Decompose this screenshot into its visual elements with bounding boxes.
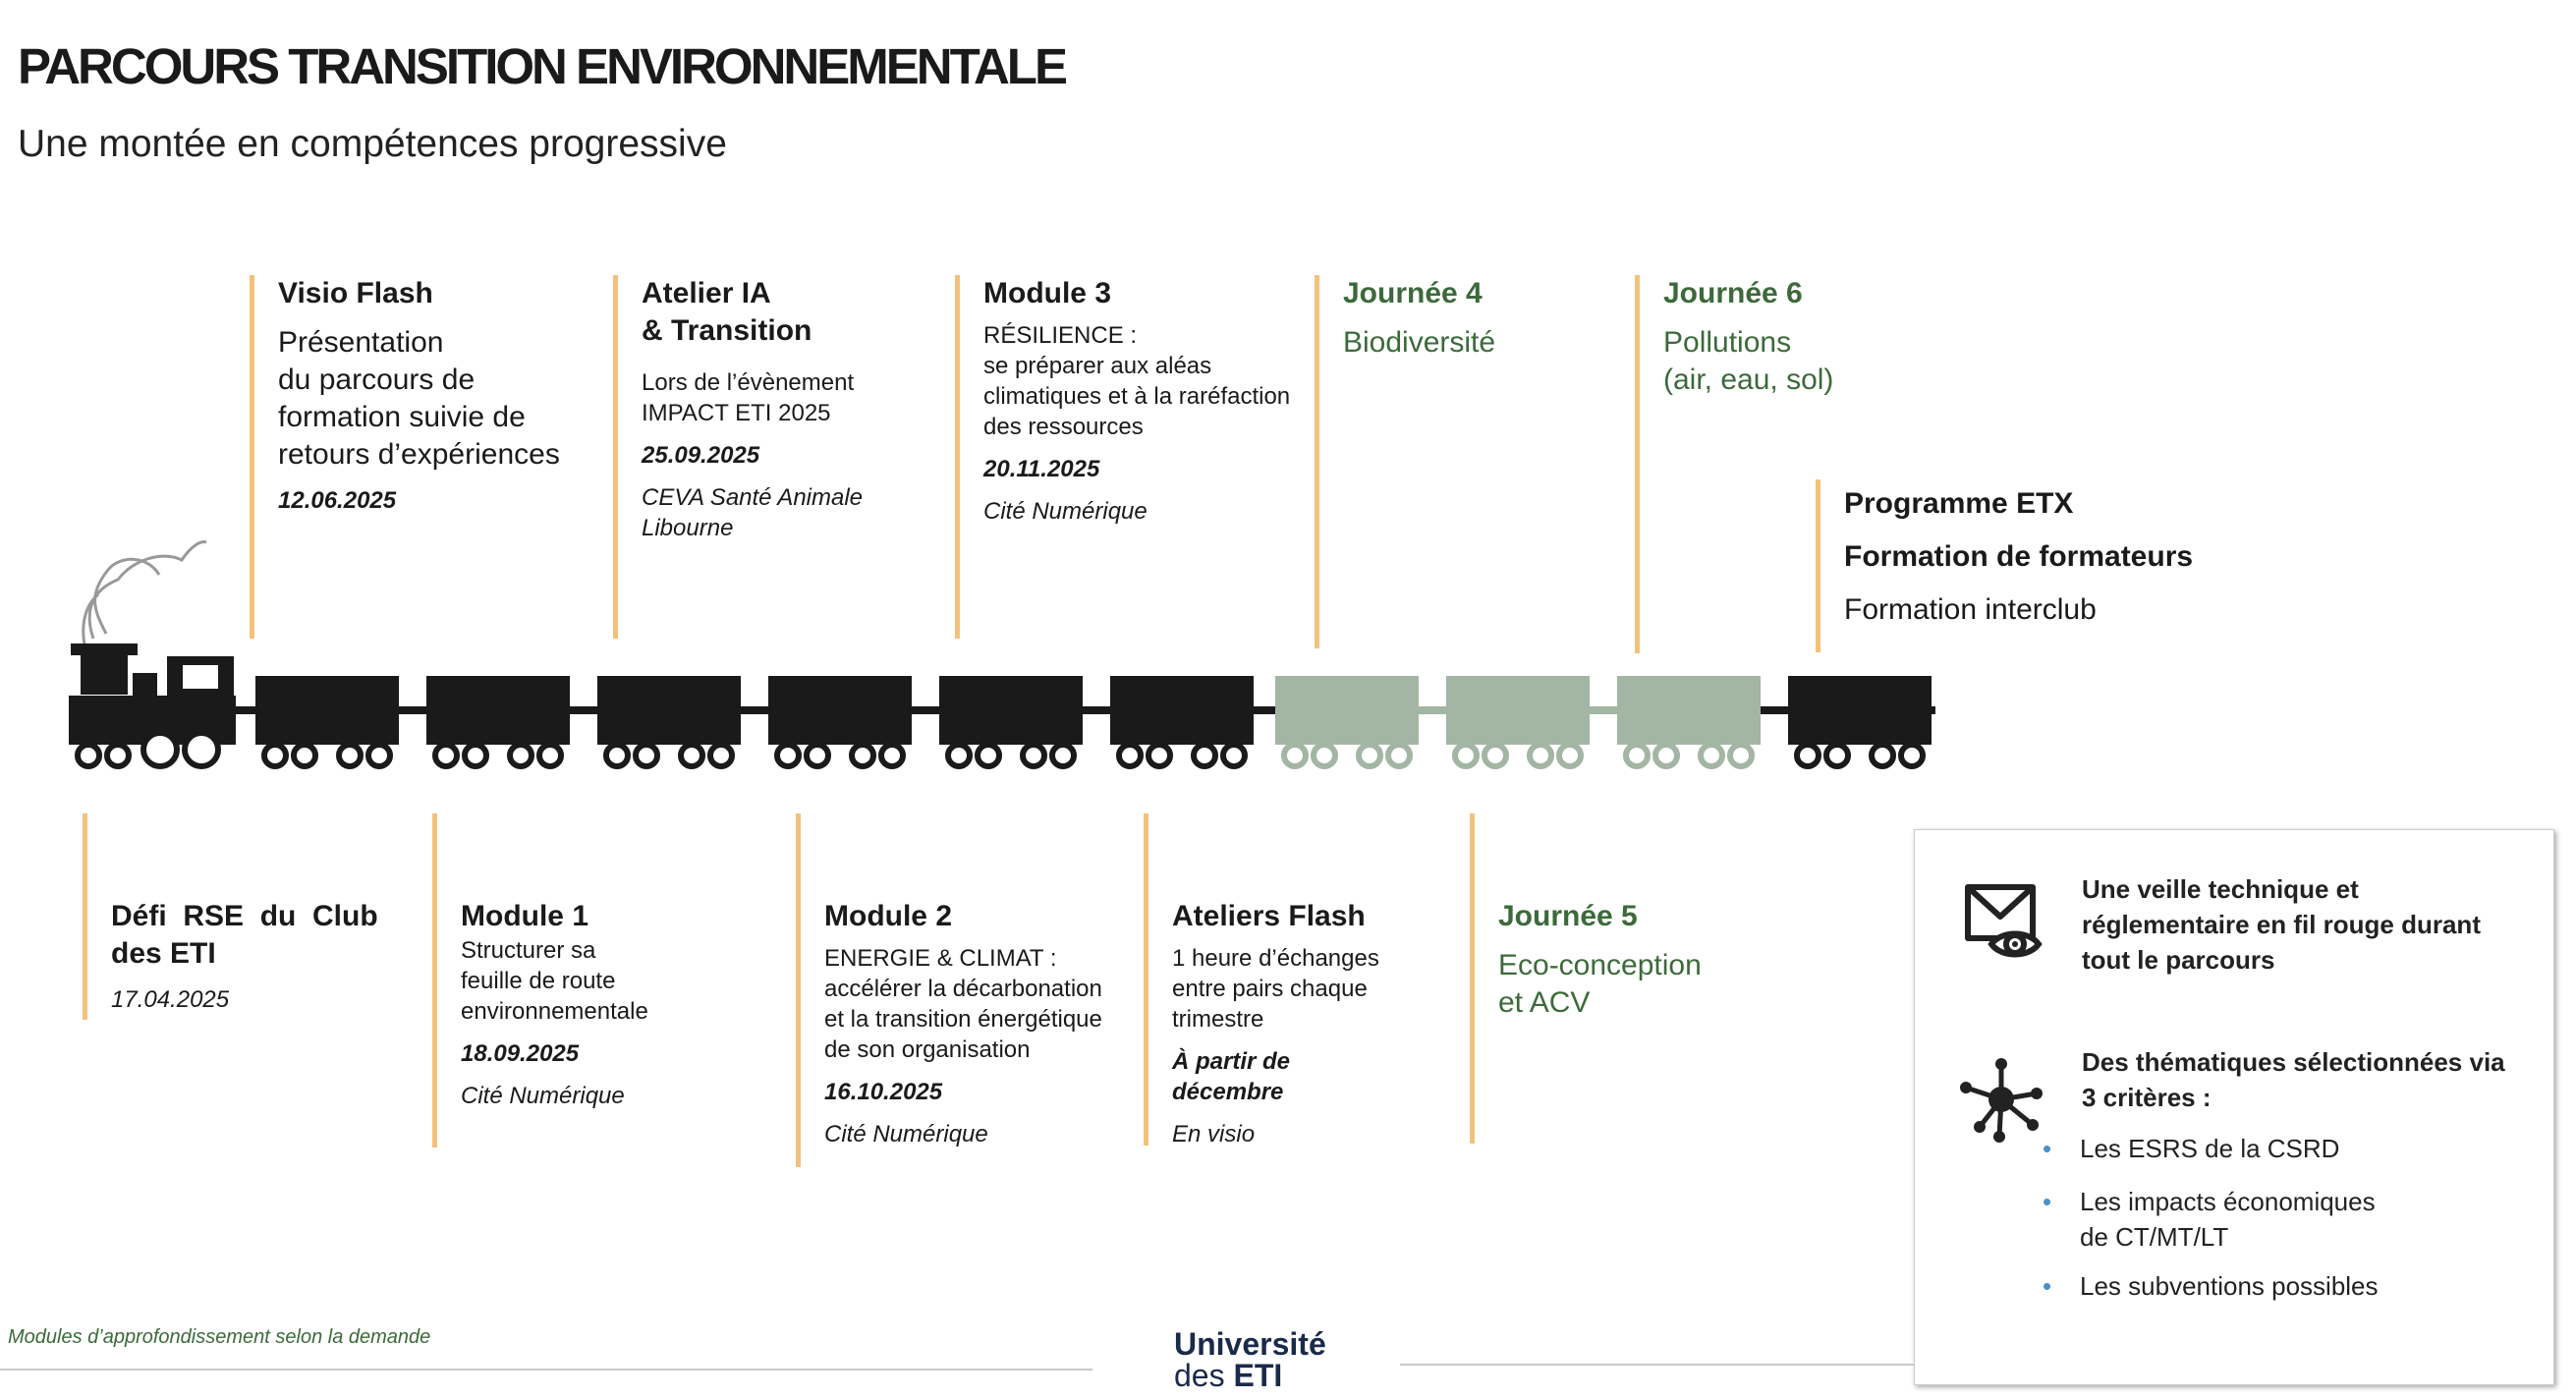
event-body: RÉSILIENCE : se préparer aux aléas clima… [983, 322, 1291, 440]
wagon-green [1446, 676, 1590, 769]
event-title: Module 1 [461, 900, 589, 932]
criteria-bullet: Les subventions possibles [2043, 1268, 2378, 1304]
event-date: 25.09.2025 [642, 442, 760, 469]
event-title: Journée 6 [1663, 277, 1803, 309]
event-body: Lors de l’évènement IMPACT ETI 2025 [642, 369, 855, 426]
footer-line-left [0, 1369, 1092, 1371]
wagon-dark [1110, 676, 1254, 769]
wagon-green [1275, 676, 1419, 769]
event-body: ENERGIE & CLIMAT : accélérer la décarbon… [824, 945, 1102, 1063]
event-journee-6: Journée 6 Pollutions (air, eau, sol) [1635, 275, 1930, 653]
page-subtitle: Une montée en compétences progressive [18, 123, 727, 165]
event-atelier-ia: Atelier IA & Transition Lors de l’évènem… [613, 275, 947, 639]
event-date: À partir de décembre [1172, 1048, 1291, 1105]
wagon-dark [939, 676, 1083, 769]
footer-note: Modules d’approfondissement selon la dem… [8, 1326, 431, 1348]
event-title: Journée 5 [1498, 900, 1638, 932]
train-illustration [69, 540, 1935, 769]
thematiques-text: Des thématiques sélectionnées via 3 crit… [2082, 1047, 2505, 1112]
event-title: Module 2 [824, 900, 953, 932]
wagon-dark [255, 676, 399, 769]
logo-line-1: Université [1174, 1326, 1326, 1362]
logo-line-2b: ETI [1233, 1358, 1283, 1393]
event-date: 18.09.2025 [461, 1040, 580, 1067]
event-title: Module 3 [983, 277, 1112, 309]
event-date: 17.04.2025 [111, 986, 230, 1013]
universite-des-eti-logo: Université des ETI [1174, 1328, 1326, 1391]
page-title: PARCOURS TRANSITION ENVIRONNEMENTALE [18, 38, 1068, 94]
wagon-dark [768, 676, 912, 769]
event-programme-etx: Programme ETX Formation de formateurs Fo… [1816, 479, 2228, 652]
event-title: Défi RSE du Club des ETI [111, 900, 378, 970]
event-line-3: Formation interclub [1844, 593, 2097, 626]
mail-eye-icon [1965, 884, 2043, 958]
event-line-2: Formation de formateurs [1844, 540, 2194, 573]
event-body: Présentation du parcours de formation su… [278, 326, 560, 471]
event-place: CEVA Santé Animale Libourne [642, 484, 864, 541]
event-body: Pollutions (air, eau, sol) [1663, 326, 1834, 396]
event-ateliers-flash: Ateliers Flash 1 heure d’échanges entre … [1144, 813, 1438, 1147]
event-module-1: Module 1 Structurer sa feuille de route … [432, 813, 747, 1147]
event-journee-5: Journée 5 Eco-conception et ACV [1470, 813, 1764, 1144]
event-body: Biodiversité [1343, 326, 1496, 359]
event-body: Structurer sa feuille de route environne… [461, 937, 648, 1025]
event-place: Cité Numérique [824, 1121, 988, 1147]
locomotive [69, 540, 236, 769]
wagon-dark [1788, 676, 1932, 769]
event-title: Visio Flash [278, 277, 433, 309]
event-title: Journée 4 [1343, 277, 1483, 309]
event-date: 20.11.2025 [983, 456, 1100, 482]
event-place: En visio [1172, 1121, 1256, 1147]
event-module-3: Module 3 RÉSILIENCE : se préparer aux al… [955, 275, 1328, 639]
footer-line-right [1400, 1364, 1915, 1366]
veille-text: Une veille technique et réglementaire en… [2082, 874, 2481, 975]
logo-line-2: des ETI [1174, 1360, 1326, 1391]
event-visio-flash: Visio Flash Présentation du parcours de … [250, 275, 603, 639]
logo-line-2a: des [1174, 1358, 1225, 1393]
event-title: Atelier IA & Transition [642, 277, 812, 347]
event-title: Programme ETX [1844, 487, 2074, 520]
info-panel: Une veille technique et réglementaire en… [1914, 829, 2554, 1385]
event-module-2: Module 2 ENERGIE & CLIMAT : accélérer la… [796, 813, 1149, 1167]
network-hub-icon [1960, 1058, 2043, 1143]
event-title: Ateliers Flash [1172, 900, 1366, 932]
event-place: Cité Numérique [983, 498, 1148, 525]
event-journee-4: Journée 4 Biodiversité [1315, 275, 1609, 648]
event-body: 1 heure d’échanges entre pairs chaque tr… [1172, 945, 1379, 1033]
wagon-dark [426, 676, 570, 769]
wagon-dark [597, 676, 741, 769]
criteria-bullet: Les impacts économiques de CT/MT/LT [2043, 1184, 2376, 1255]
event-date: 16.10.2025 [824, 1079, 943, 1105]
wagon-green [1617, 676, 1761, 769]
event-place: Cité Numérique [461, 1083, 625, 1109]
event-date: 12.06.2025 [278, 487, 397, 514]
event-defi-rse: Défi RSE du Club des ETI 17.04.2025 [83, 813, 397, 1020]
event-body: Eco-conception et ACV [1498, 949, 1702, 1019]
criteria-bullet: Les ESRS de la CSRD [2043, 1131, 2340, 1166]
wagons [255, 676, 1932, 769]
